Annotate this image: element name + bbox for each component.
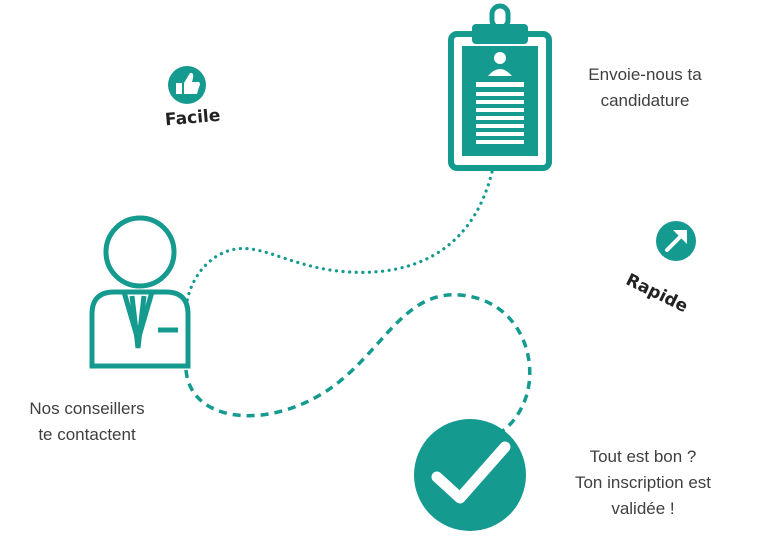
step-advisors-text: Nos conseillers te contactent [12,396,162,448]
step-validated-line-2: Ton inscription est [574,473,712,492]
step-validated-line-3: validée ! [611,499,675,518]
step-validated-line-1: Tout est bon ? [589,447,697,466]
step-application-line-2: candidature [600,91,690,110]
step-application-line-1: Envoie-nous ta [588,65,702,84]
checkmark-circle-icon [414,419,526,531]
step-application-text: Envoie-nous ta candidature [570,62,720,114]
advisor-person-icon [89,215,191,369]
step-advisors-line-2: te contactent [38,425,136,444]
thumbs-up-icon [168,66,206,104]
step-validated-text: Tout est bon ? Ton inscription est valid… [548,444,738,522]
path-application-to-advisor [184,170,494,314]
step-advisors-line-1: Nos conseillers [29,399,145,418]
arrow-up-right-icon [656,221,696,261]
clipboard-resume-icon [448,3,552,171]
path-advisor-to-validation [184,293,532,436]
